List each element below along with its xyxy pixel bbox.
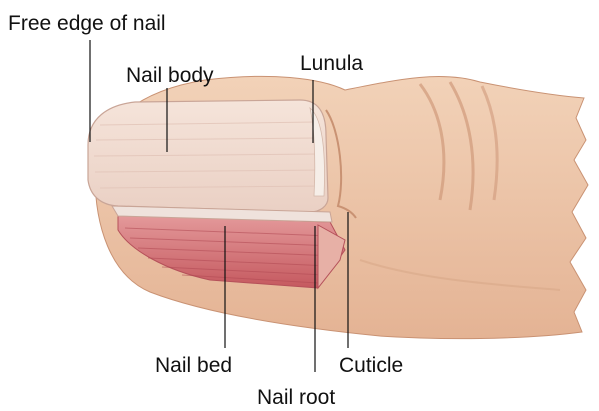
label-cuticle: Cuticle — [339, 354, 403, 377]
label-free-edge-of-nail: Free edge of nail — [8, 12, 166, 35]
label-nail-root: Nail root — [257, 386, 335, 409]
label-nail-bed: Nail bed — [155, 354, 232, 377]
label-lunula: Lunula — [300, 52, 363, 75]
label-nail-body: Nail body — [126, 64, 214, 87]
